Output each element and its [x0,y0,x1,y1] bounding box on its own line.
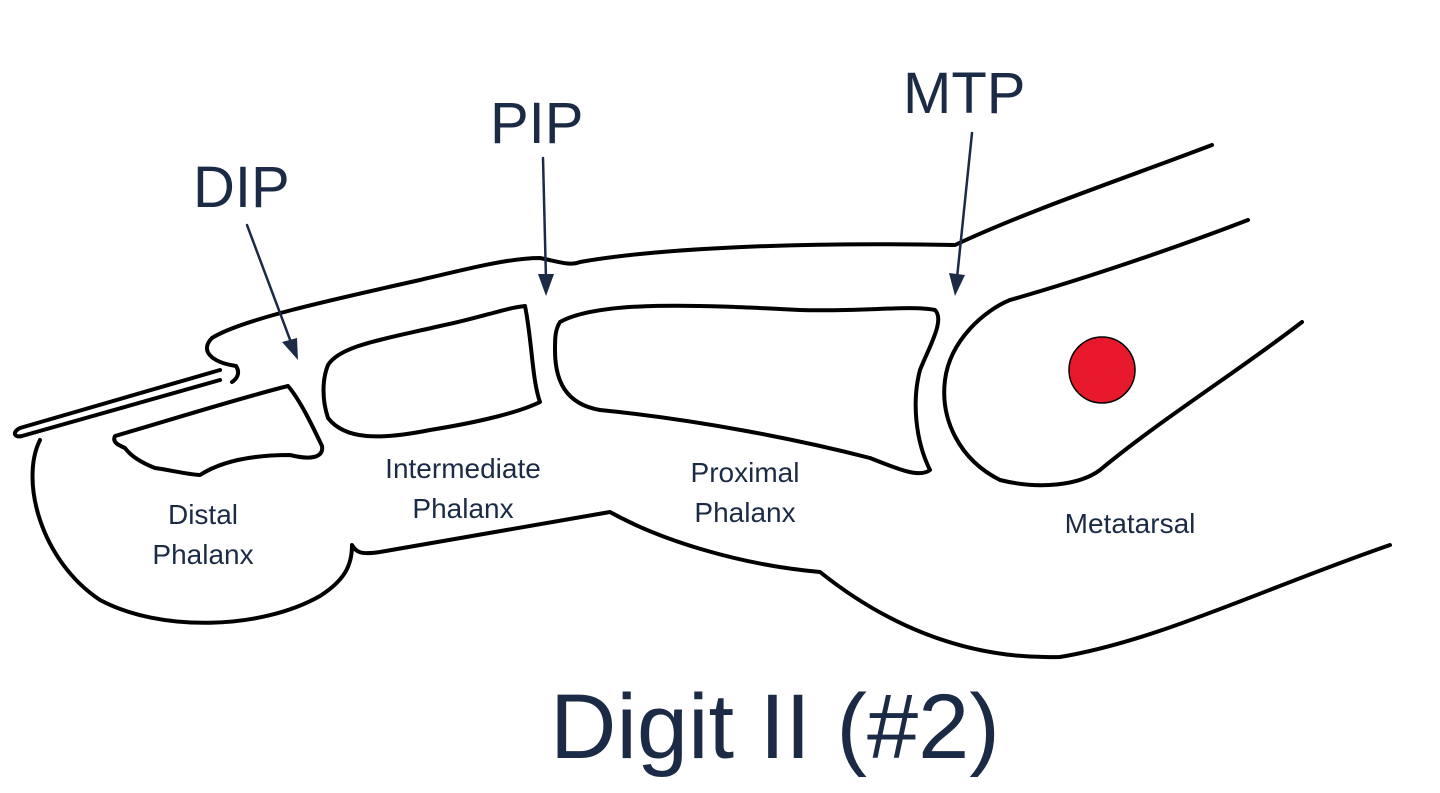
distal-phalanx-label-line2: Phalanx [152,539,253,570]
pip-arrow-head [538,274,554,296]
metatarsal-label: Metatarsal [1065,508,1196,539]
toenail [13,336,241,439]
dip-arrow-head [282,338,298,360]
mtp-arrow [955,131,974,280]
metatarsal-bone [942,298,1304,488]
pip-arrow [541,156,548,282]
metatarsal-upper-contour [1008,218,1250,302]
intermediate-phalanx-label-line2: Phalanx [412,493,513,524]
mtp-label: MTP [903,61,1025,126]
marker-dot-icon [1068,336,1136,404]
dorsal-outline [210,143,1214,340]
intermediate-phalanx-bone [321,304,542,439]
intermediate-phalanx-label-line1: Intermediate [385,453,541,484]
diagram-title: Digit II (#2) [550,676,1000,778]
proximal-phalanx-label-line2: Phalanx [694,497,795,528]
pip-label: PIP [490,91,584,156]
plantar-outline [30,438,1392,660]
distal-phalanx-bone [112,384,325,477]
mtp-arrow-head [949,273,965,296]
distal-phalanx-label-line1: Distal [168,499,238,530]
proximal-phalanx-label-line1: Proximal [691,457,800,488]
proximal-phalanx-bone [553,303,941,476]
dip-arrow [245,223,294,347]
dip-label: DIP [193,155,290,220]
